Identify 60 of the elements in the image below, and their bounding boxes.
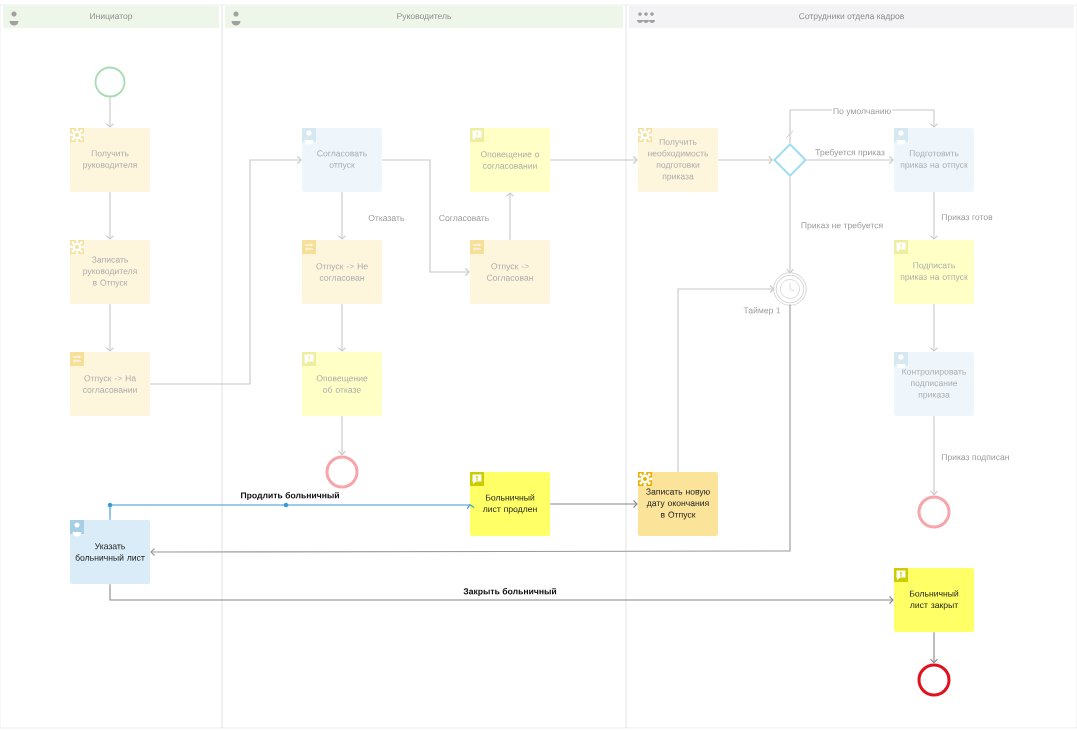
arrow	[337, 303, 347, 352]
arrow	[717, 155, 773, 165]
task-box: Отпуск -> На согласовании	[70, 352, 150, 416]
task-box: Получить необходимость подготовки приказа	[638, 128, 718, 192]
arrow	[929, 415, 939, 496]
arrow	[929, 191, 939, 240]
end-event-circle	[917, 663, 951, 697]
edge-label: Продлить больничный	[239, 490, 341, 502]
event-caption: Таймер 1	[743, 306, 781, 316]
task-box: Получить руководителя	[70, 128, 150, 192]
edge-label: Отказать	[367, 213, 406, 223]
arrow	[381, 159, 470, 277]
arrow	[337, 415, 347, 456]
swimlane	[0, 4, 223, 729]
task-box: Согласовать отпуск	[302, 128, 382, 192]
arrow	[549, 155, 638, 165]
arrow	[806, 155, 894, 165]
end-event-circle	[917, 495, 951, 529]
end-event-circle	[325, 455, 359, 489]
lane-title: Руководитель	[397, 13, 452, 21]
task-box: Отпуск -> Не согласован	[302, 240, 382, 304]
arrow	[677, 284, 775, 473]
task-box: Больничный лист продлен	[470, 472, 550, 536]
timer-event-circle	[773, 272, 807, 306]
edge-label: Требуется приказ	[814, 147, 886, 159]
task-box: Подписать приказ на отпуск	[894, 240, 974, 304]
arrow	[107, 502, 475, 521]
arrow	[105, 96, 115, 128]
edge-label: Приказ готов	[940, 213, 994, 223]
edge-label: Согласовать	[437, 213, 491, 223]
arrow	[929, 631, 939, 664]
gateway-diamond	[773, 143, 807, 177]
arrow	[337, 191, 347, 240]
task-box: Отпуск -> Согласован	[470, 240, 550, 304]
task-box: Контролировать подписание приказа	[894, 352, 974, 416]
task-box: Оповещение о согласовании	[470, 128, 550, 192]
arrow	[105, 191, 115, 240]
edge-label: Приказ не требуется	[799, 220, 885, 232]
arrow	[149, 155, 302, 385]
task-box: Оповещение об отказе	[302, 352, 382, 416]
task-box: Записать новую дату окончания в Отпуск	[638, 472, 718, 536]
arrow	[150, 303, 791, 557]
arrow	[505, 192, 515, 241]
swimlane	[625, 4, 1077, 729]
edge-label: По умолчанию	[831, 107, 893, 117]
task-box: Больничный лист закрыт	[894, 568, 974, 632]
swimlane	[221, 4, 627, 729]
task-box: Подготовить приказ на отпуск	[894, 128, 974, 192]
task-box: Указать больничный лист	[70, 520, 150, 584]
edge-label: Закрыть больничный	[462, 586, 558, 598]
arrow	[109, 583, 894, 605]
start-event-circle	[94, 66, 126, 98]
task-box: Записать руководителя в Отпуск	[70, 240, 150, 304]
arrow	[105, 303, 115, 352]
lane-title: Сотрудники отдела кадров	[799, 13, 904, 21]
arrow	[785, 176, 795, 274]
arrow	[929, 303, 939, 352]
edge-label: Приказ подписан	[940, 453, 1011, 463]
arrow	[549, 499, 638, 509]
lane-title: Инициатор	[90, 13, 133, 21]
